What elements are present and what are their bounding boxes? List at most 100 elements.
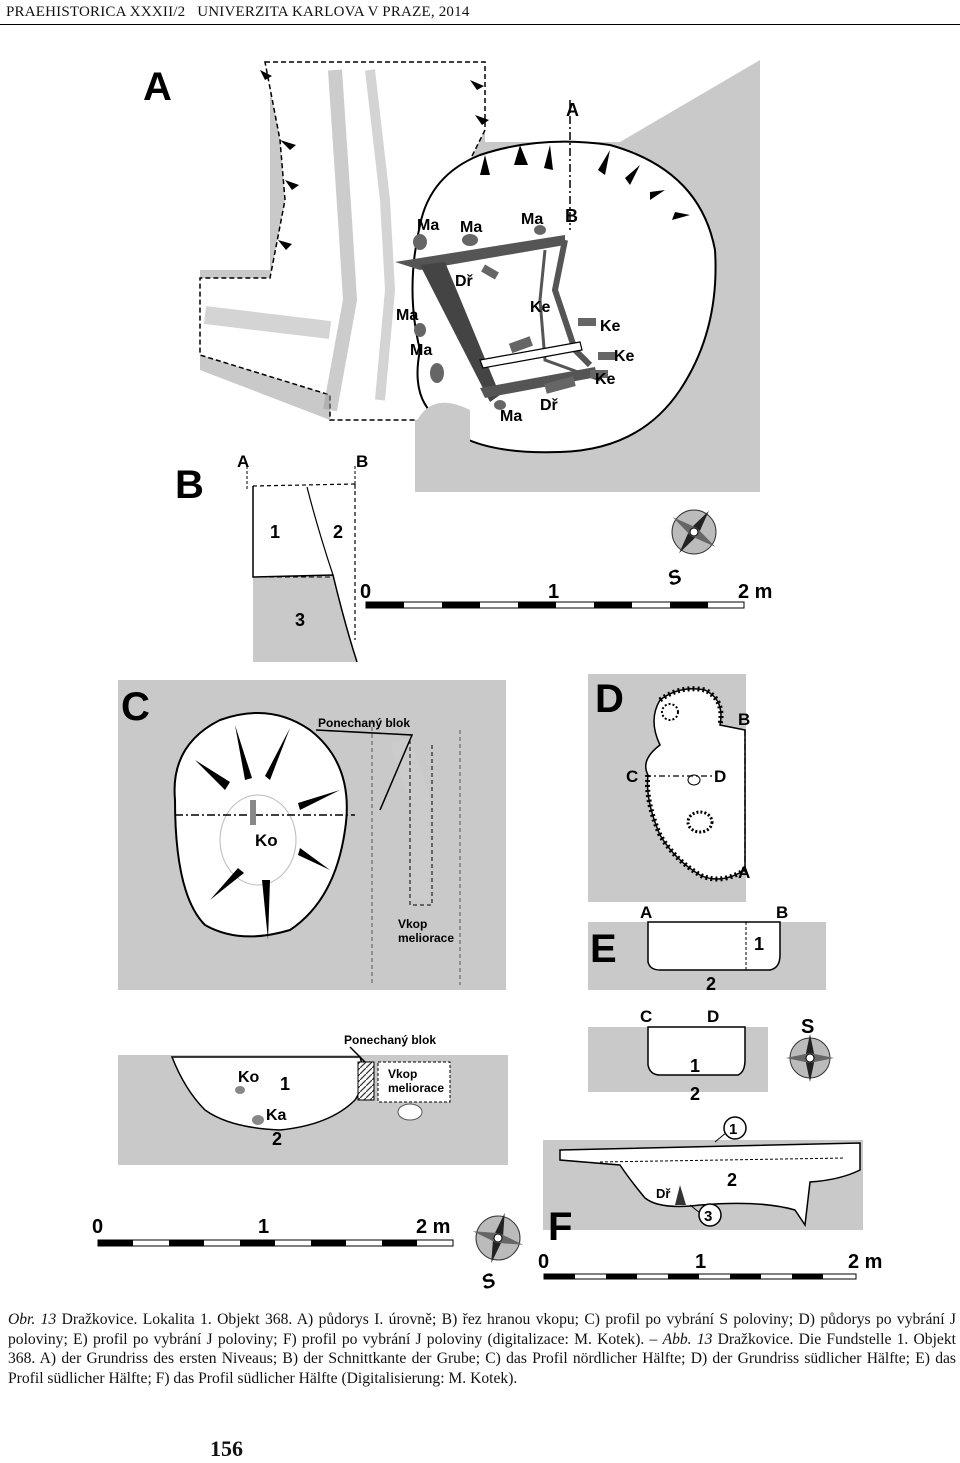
scale-bar-2: 0 1 2 m xyxy=(92,1216,454,1247)
panel-label-c: C xyxy=(121,685,150,729)
find-label: Ko xyxy=(238,1069,260,1086)
scale-label: 2 m xyxy=(738,581,772,603)
profile-e-end: C xyxy=(640,1007,652,1026)
plan-d-label: B xyxy=(738,710,750,729)
drain-strip-1 xyxy=(323,69,358,412)
find-label: Ma xyxy=(417,217,439,234)
find-label: Dř xyxy=(455,273,474,290)
ko-label: Ko xyxy=(255,831,278,850)
panel-label-f: F xyxy=(548,1205,572,1249)
layer-label: 2 xyxy=(706,974,716,994)
find-label: Dř xyxy=(656,1186,671,1201)
scale-label: 1 xyxy=(695,1251,706,1273)
trench-label: Vkop xyxy=(398,917,427,931)
panel-e-profiles: E A B 1 2 C D 1 2 xyxy=(588,903,826,1104)
edge-wedges xyxy=(260,70,690,250)
section-label-b: B xyxy=(565,206,578,226)
section-b-layer-boundary xyxy=(306,486,334,576)
trench-label: meliorace xyxy=(398,931,454,945)
leader-3 xyxy=(689,1204,701,1214)
find-label: Ke xyxy=(530,299,551,316)
layer-label: 1 xyxy=(280,1074,290,1094)
find-label: Ke xyxy=(614,348,635,365)
plan-d-label: A xyxy=(738,863,750,882)
de-caption-text: Dražkovice. Die Fundstelle 1. Objekt 368… xyxy=(8,1330,956,1387)
page-number: 156 xyxy=(210,1436,243,1461)
layer-label: 2 xyxy=(333,522,343,542)
find-label: Ma xyxy=(500,408,522,425)
dash-line-c xyxy=(371,720,461,985)
panel-c-profile: C Ponechaný blok Ko Vkop meliorace xyxy=(118,680,506,990)
running-header: PRAEHISTORICA XXXII/2 UNIVERZITA KARLOVA… xyxy=(6,2,954,24)
compass-rose-icon xyxy=(786,1034,834,1082)
find-label: Ma xyxy=(410,342,432,359)
trench-label: Vkop xyxy=(388,1067,417,1081)
scale-label: 0 xyxy=(92,1216,103,1238)
profile-f-layer-line xyxy=(599,1157,846,1163)
drain-strip-2 xyxy=(365,69,396,401)
gray-chunk xyxy=(415,402,470,460)
ka-shape xyxy=(252,1115,264,1125)
posthole-3 xyxy=(661,703,679,721)
scale-label: 0 xyxy=(360,581,371,603)
drain-c-edge xyxy=(409,740,433,906)
find-label: Ka xyxy=(266,1107,287,1124)
pit-circle xyxy=(397,1103,423,1121)
layer-label: 1 xyxy=(690,1056,700,1076)
profile-e-end: D xyxy=(707,1007,719,1026)
publisher: UNIVERZITA KARLOVA V PRAZE, 2014 xyxy=(197,4,470,20)
de-fig-num: 13 xyxy=(696,1330,713,1348)
scale-bar-1: 0 1 2 m xyxy=(360,581,772,609)
compass-rose-icon xyxy=(472,1212,524,1264)
dr-find-shape xyxy=(675,1185,686,1205)
scale-label: 1 xyxy=(258,1216,269,1238)
journal-title: PRAEHISTORICA XXXII/2 xyxy=(6,4,186,20)
find-label: Ke xyxy=(600,318,621,335)
layer-label: 1 xyxy=(729,1121,737,1138)
block-label-lower: Ponechaný blok xyxy=(344,1033,436,1047)
layer-circle xyxy=(698,1203,722,1227)
ko-shape xyxy=(235,1086,245,1094)
block-label: Ponechaný blok xyxy=(318,716,410,730)
compass-north-label: S xyxy=(665,565,686,590)
panel-label-b: B xyxy=(175,463,204,507)
compass-north-label: S xyxy=(479,1269,500,1294)
layer-label: 3 xyxy=(704,1208,712,1225)
scale-label: 0 xyxy=(538,1251,549,1273)
plan-d-label: C xyxy=(626,767,638,786)
header-rule xyxy=(0,24,960,25)
scale-label: 2 m xyxy=(848,1251,882,1273)
section-b-end-a: A xyxy=(237,452,249,471)
profile-e-end: B xyxy=(776,903,788,922)
section-b-gray xyxy=(253,575,357,662)
inner-ring xyxy=(219,794,297,886)
layer-label: 2 xyxy=(690,1084,700,1104)
panel-d-plan: D B C D A xyxy=(588,674,750,902)
layer-label: 1 xyxy=(270,522,280,542)
compass-north-label: S xyxy=(801,1016,814,1038)
panel-f-profile: F 1 2 3 Dř xyxy=(543,1116,863,1249)
panel-a-plan: A A B Ma Ma Ma Dř Ma Ma Ke Ke Ke Ke Ma D… xyxy=(143,60,760,492)
de-fig-label: Abb. xyxy=(662,1330,692,1348)
plan-d-label: D xyxy=(714,767,726,786)
find-shapes xyxy=(413,225,616,410)
section-b-end-b: B xyxy=(356,452,368,471)
find-label: Ma xyxy=(396,307,418,324)
find-label: Ke xyxy=(595,371,616,388)
section-b-outline xyxy=(252,486,358,663)
drain-c xyxy=(390,736,430,900)
figure-13: A A B Ma Ma Ma Dř Ma Ma Ke Ke Ke Ke Ma D… xyxy=(92,60,882,1294)
find-label: Dř xyxy=(540,397,559,414)
profile-e-end: A xyxy=(640,903,652,922)
profile-e-2 xyxy=(647,1026,746,1076)
section-b-ticks xyxy=(246,466,356,490)
posthole-1 xyxy=(686,810,714,834)
layer-circle xyxy=(723,1116,747,1140)
posthole-2 xyxy=(687,774,701,786)
radial-wedges xyxy=(195,725,340,940)
panel-c-lower-profile: Ponechaný blok Vkop meliorace Ko Ka 1 2 xyxy=(118,1033,508,1165)
drain-strip-3 xyxy=(203,306,332,339)
profile-e-1 xyxy=(647,921,781,971)
scale-label: 2 m xyxy=(416,1216,450,1238)
panel-label-a: A xyxy=(143,65,172,109)
